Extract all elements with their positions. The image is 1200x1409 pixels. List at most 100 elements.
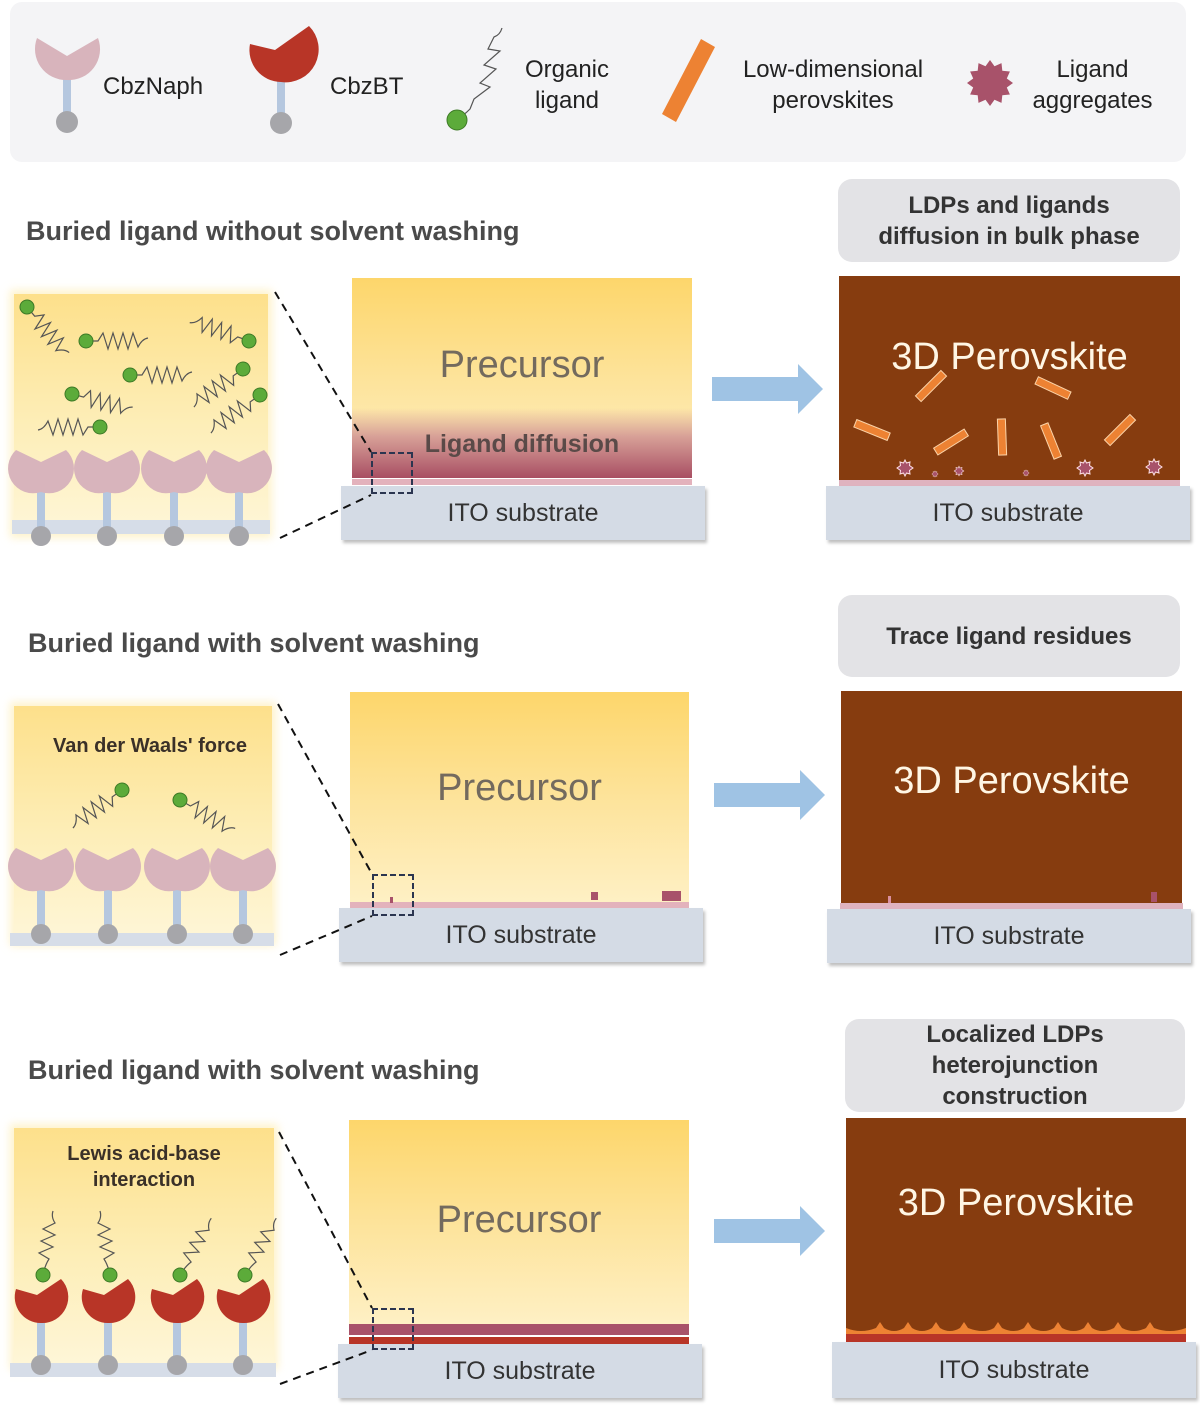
- panel-3-heading: Buried ligand with solvent washing: [28, 1055, 480, 1085]
- cbzbt-molecule: [150, 1279, 205, 1375]
- ligand-aggregate: [1145, 458, 1163, 476]
- interface-layer: [840, 903, 1183, 909]
- callout-line: construction: [942, 1083, 1088, 1110]
- inset-label: Lewis acid-base interaction: [14, 1141, 274, 1193]
- ldp-interlayer: [349, 1337, 689, 1344]
- ligand-aggregate: [1022, 469, 1030, 477]
- legend-label-ligand-aggregates: Ligand aggregates: [1020, 54, 1165, 116]
- precursor-label: Precursor: [436, 1199, 602, 1241]
- localized-ldp-heterojunction: [846, 1322, 1186, 1334]
- panel-3-ito-substrate: ITO substrate: [338, 1344, 702, 1398]
- cbznaph-icon: [34, 38, 101, 133]
- panel-1-callout: LDPs and ligands diffusion in bulk phase: [838, 179, 1180, 262]
- panel-2-heading: Buried ligand with solvent washing: [28, 628, 480, 658]
- ligand-diffusion-layer: [352, 408, 692, 478]
- ligand-residue: [390, 897, 393, 903]
- cbznaph-molecule: [206, 450, 272, 546]
- cbznaph-molecule: [210, 848, 276, 944]
- organic-ligand: [170, 1211, 214, 1287]
- organic-ligand: [122, 366, 193, 384]
- callout-line: diffusion in bulk phase: [878, 222, 1140, 250]
- panel-2-inset: [14, 706, 272, 942]
- legend-label-line: Organic: [524, 56, 610, 83]
- ligand-residue: [662, 891, 681, 901]
- cbznaph-molecule: [8, 450, 74, 546]
- organic-ligand: [187, 357, 254, 412]
- inset-substrate: [12, 520, 270, 534]
- ldp-rod: [1103, 413, 1137, 447]
- panel-1-result-ito-substrate: ITO substrate: [826, 486, 1190, 540]
- organic-ligand: [97, 1210, 118, 1283]
- panel-2-perovskite: [841, 691, 1182, 903]
- ldp-interlayer: [846, 1334, 1186, 1342]
- panel-2-inset-molecules: [8, 778, 276, 944]
- panel-3-inset: [14, 1128, 274, 1366]
- inset-substrate: [10, 1363, 276, 1377]
- perovskite-label: 3D Perovskite: [893, 760, 1130, 802]
- buried-ligand-layer: [350, 902, 689, 908]
- ldp-rod: [1034, 376, 1072, 400]
- cbznaph-molecule: [141, 450, 207, 546]
- zoom-connector-lines: [278, 1131, 373, 1385]
- ldp-rod: [1040, 422, 1062, 460]
- organic-ligand: [35, 1210, 56, 1283]
- organic-ligand: [66, 778, 133, 833]
- ldp-rod: [996, 418, 1008, 456]
- cbzbt-icon: [249, 26, 319, 134]
- process-arrow-icon: [714, 1206, 825, 1256]
- legend-label-line: Low-dimensional: [742, 56, 924, 83]
- inset-substrate: [10, 933, 274, 946]
- buried-ligand-layer: [352, 479, 692, 485]
- ldp-icon: [662, 39, 715, 122]
- cbzbt-molecule: [216, 1279, 271, 1375]
- legend-label-line: ligand: [534, 87, 600, 114]
- interface-layer: [839, 480, 1180, 486]
- callout-line: Trace ligand residues: [886, 622, 1132, 650]
- panel-2-callout: Trace ligand residues: [838, 595, 1180, 677]
- perovskite-label: 3D Perovskite: [897, 1182, 1135, 1224]
- cbzbt-molecule: [81, 1279, 136, 1375]
- panel-1-heading: Buried ligand without solvent washing: [26, 216, 520, 246]
- ligand-aggregate: [931, 470, 939, 478]
- organic-ligand: [15, 295, 74, 361]
- panel-1-perovskite: [839, 276, 1180, 480]
- zoom-region-box: [372, 874, 414, 916]
- ligand-residue: [591, 892, 598, 900]
- organic-ligand-icon: [446, 27, 503, 131]
- cbznaph-molecule: [8, 848, 74, 944]
- cbzbt-ligand-layer: [349, 1324, 689, 1335]
- panel-3-perovskite: [846, 1118, 1186, 1333]
- ldp-rod: [853, 419, 891, 441]
- perovskite-label: 3D Perovskite: [891, 336, 1128, 378]
- panel-3-result-ito-substrate: ITO substrate: [832, 1342, 1196, 1398]
- ligand-residue: [888, 896, 891, 903]
- zoom-connector-lines: [277, 703, 373, 956]
- ldp-rod: [914, 369, 948, 403]
- zoom-region-box: [372, 1308, 414, 1350]
- process-arrow-icon: [714, 770, 825, 820]
- organic-ligand: [62, 383, 135, 419]
- callout-line: LDPs and ligands: [908, 191, 1110, 219]
- panel-2-result-ito-substrate: ITO substrate: [827, 909, 1191, 963]
- legend-label-organic-ligand: Organic ligand: [512, 54, 622, 116]
- organic-ligand: [204, 383, 271, 438]
- ligand-aggregate: [896, 459, 914, 477]
- ligand-aggregate: [1076, 459, 1094, 477]
- ligand-residue: [1151, 892, 1157, 902]
- panel-2-precursor: [350, 692, 689, 902]
- panel-1-ldp-particles: [853, 369, 1163, 478]
- zoom-region-box: [371, 452, 413, 494]
- panel-1-ito-substrate: ITO substrate: [341, 486, 705, 540]
- panel-3-precursor: [349, 1120, 689, 1324]
- process-arrow-icon: [712, 364, 823, 414]
- legend-label-cbzbt: CbzBT: [330, 73, 404, 100]
- ldp-rod: [933, 428, 969, 456]
- organic-ligand: [78, 332, 149, 350]
- legend-label-line: Ligand: [1056, 56, 1129, 83]
- callout-line: Localized LDPs: [926, 1021, 1104, 1048]
- inset-label: Van der Waals' force: [52, 735, 248, 757]
- cbznaph-molecule: [144, 848, 210, 944]
- organic-ligand: [37, 418, 108, 436]
- precursor-label: Precursor: [437, 767, 602, 809]
- panel-1-inset-molecules: [8, 295, 272, 546]
